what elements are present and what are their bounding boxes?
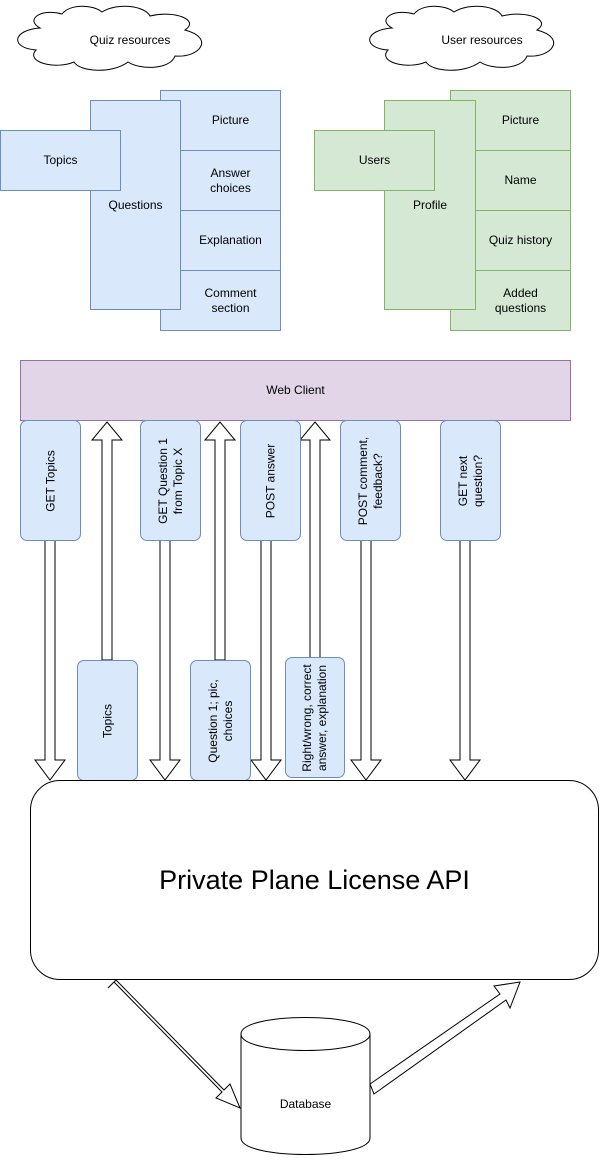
arrow-down-1 (34, 539, 66, 781)
arrow-up-3 (298, 421, 332, 659)
response-right-wrong: Right/wrong, correct answer, explanation (285, 657, 345, 778)
response-question-pic-choices: Question 1; pic, choices (190, 660, 251, 781)
web-client-box: Web Client (20, 360, 571, 421)
arrow-down-4 (350, 539, 382, 781)
api-box: Private Plane License API (30, 780, 599, 980)
user-users-box: Users (314, 130, 435, 191)
request-get-topics: GET Topics (20, 420, 81, 541)
cloud-quiz-resources: Quiz resources (89, 33, 171, 47)
cloud-user-resources: User resources (441, 33, 523, 47)
cloud-shape-quiz (17, 5, 203, 71)
arrow-down-5 (449, 539, 481, 781)
response-topics: Topics (77, 660, 138, 781)
arrow-api-to-database (107, 979, 241, 1109)
arrow-up-1 (90, 421, 124, 661)
database-label: Database (279, 1097, 332, 1111)
database-cylinder (240, 1017, 371, 1155)
quiz-topics-box: Topics (0, 130, 121, 191)
arrow-database-to-api (369, 981, 521, 1095)
arrow-up-2 (203, 421, 237, 661)
database-top-rim (240, 1033, 371, 1051)
request-post-answer: POST answer (240, 420, 301, 541)
arrow-down-3 (250, 539, 282, 781)
request-get-question: GET Question 1 from Topic X (140, 420, 201, 541)
cloud-shape-user (369, 5, 555, 71)
request-post-comment: POST comment, feedback? (340, 420, 401, 541)
arrow-down-2 (149, 539, 181, 781)
request-get-next-question: GET next question? (440, 420, 501, 541)
api-title: Private Plane License API (159, 864, 470, 895)
